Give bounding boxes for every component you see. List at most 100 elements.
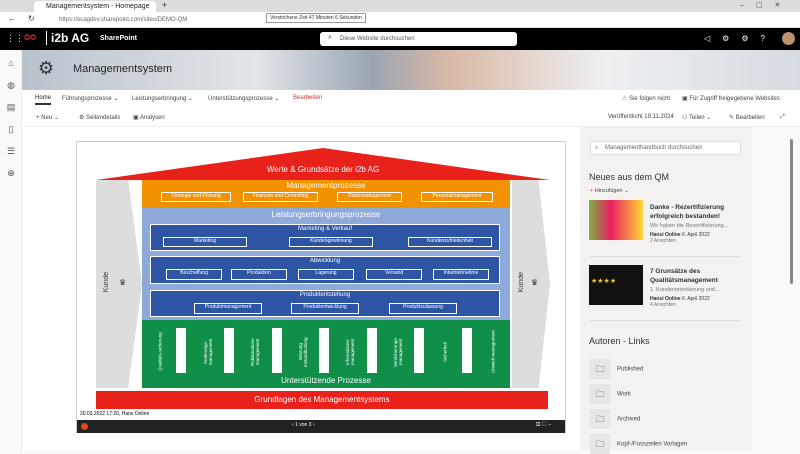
add-icon[interactable]: ⊕ xyxy=(7,168,15,178)
follow-button[interactable]: ☆ Sie folgen nicht xyxy=(622,96,671,102)
support-item[interactable]: Qualitäts-sicherung xyxy=(157,332,163,372)
analytics-button[interactable]: ▣ Analysen xyxy=(133,115,165,121)
process-box[interactable]: Produktmanagement xyxy=(194,303,262,314)
process-box[interactable]: Beschaffung xyxy=(166,269,222,280)
app-name[interactable]: SharePoint xyxy=(100,35,137,42)
shared-sites-button[interactable]: ▣ Für Zugriff freigegebene Websites xyxy=(682,96,780,102)
org-name[interactable]: i2b AG xyxy=(46,31,89,45)
home-icon[interactable]: ⌂ xyxy=(8,58,14,68)
process-box[interactable]: Risikomanagement xyxy=(337,192,402,202)
tooltip: Verstrichene Zeit 47 Minuten 6 Sekunden xyxy=(266,13,366,23)
process-box[interactable]: Inbetriebnahme xyxy=(433,269,489,280)
window-controls[interactable]: –▢✕ xyxy=(740,2,793,9)
folder-icon: 🗀 xyxy=(590,409,610,429)
nav-fuehrungsprozesse[interactable]: Führungsprozesse ⌄ xyxy=(62,96,119,102)
site-navigation xyxy=(22,90,800,108)
folder-icon: 🗀 xyxy=(590,434,610,454)
process-box[interactable]: Marketing xyxy=(163,237,247,247)
news-icon[interactable]: ▤ xyxy=(6,102,16,112)
customer-label-left: Kunde xyxy=(103,272,110,293)
slide-pager[interactable]: ‹ 1 von 3 › xyxy=(292,422,315,428)
avatar[interactable] xyxy=(782,32,795,45)
search-icon: ⌕ xyxy=(595,145,599,151)
scrollbar[interactable] xyxy=(790,135,795,450)
folder-icon: 🗀 xyxy=(590,359,610,379)
command-bar xyxy=(22,108,800,127)
nav-edit-link[interactable]: Bearbeiten xyxy=(293,95,323,101)
powerpoint-icon xyxy=(81,423,88,430)
tab-title: Managementsystem - Homepage xyxy=(46,3,150,10)
news-item[interactable]: Danke - Rezertifizierung erfolgreich bes… xyxy=(650,204,729,244)
address-bar xyxy=(0,12,800,28)
news-thumbnail[interactable] xyxy=(589,200,643,240)
support-item[interactable]: Sicherheit xyxy=(442,342,448,363)
nav-leistungserbringung[interactable]: Leistungserbringung ⌄ xyxy=(132,96,194,102)
management-processes xyxy=(142,180,510,208)
divider xyxy=(589,256,740,257)
list-icon[interactable]: ☰ xyxy=(6,146,16,156)
roof-label: Werte & Grundsätze der i2b AG xyxy=(266,165,380,174)
expand-icon[interactable]: ⤢ xyxy=(780,114,785,120)
page-details-button[interactable]: ⚙ Seitendetails xyxy=(79,115,121,121)
support-item[interactable]: Versicherungs-management xyxy=(393,337,403,368)
news-item[interactable]: 7 Grunsätze des Qualitätsmanagement 1. K… xyxy=(650,268,720,308)
share-button[interactable]: ⚇ Teilen ⌄ xyxy=(682,115,712,121)
nav-home[interactable]: Home xyxy=(35,95,52,105)
management-title: Managementprozesse xyxy=(286,181,366,190)
group-title: Marketing & Verkauf xyxy=(297,226,353,232)
viewer-controls-icons[interactable]: ⧉ ⛶ – xyxy=(536,422,552,428)
new-tab-button[interactable]: + xyxy=(162,0,168,10)
viewer-toolbar xyxy=(77,420,565,433)
site-logo-icon: ⚙ xyxy=(38,58,55,78)
customer-label-right: Kunde xyxy=(518,272,525,293)
browser-tab[interactable]: Managementsystem - Homepage xyxy=(34,1,156,12)
handbook-search-input[interactable]: ⌕Managementhandbuch durchsuchen xyxy=(590,141,741,155)
process-box[interactable]: Strategie und Planung xyxy=(161,192,231,202)
add-news-button[interactable]: + Hinzufügen ⌄ xyxy=(590,188,629,194)
process-box[interactable]: Personalmanagement xyxy=(421,192,493,202)
back-icon[interactable]: ← xyxy=(8,14,16,23)
link-work[interactable]: 🗀Work xyxy=(590,384,631,404)
nav-unterstuetzungsprozesse[interactable]: Unterstützungsprozesse ⌄ xyxy=(208,96,280,102)
search-icon: ⌕ xyxy=(328,34,332,41)
url-field[interactable]: https://ocagdev.sharepoint.com/sites/DEM… xyxy=(59,17,188,23)
site-banner xyxy=(22,50,800,90)
support-item[interactable]: Umwelt-management xyxy=(490,330,496,374)
folder-icon: 🗀 xyxy=(590,384,610,404)
news-thumbnail[interactable]: ★★★★ xyxy=(589,265,643,305)
process-box[interactable]: Produktion xyxy=(231,269,287,280)
header-actions-icons[interactable]: ◁⚙⚙? xyxy=(704,34,777,43)
process-box[interactable]: Lagerung xyxy=(298,269,354,280)
news-title: Neues aus dem QM xyxy=(589,172,670,182)
process-box[interactable]: Versand xyxy=(366,269,422,280)
globe-icon[interactable]: ◍ xyxy=(7,80,15,90)
support-item[interactable]: Reklamations-management xyxy=(250,337,260,367)
support-item[interactable]: Wartung Instandhaltung xyxy=(298,337,308,367)
link-templates[interactable]: 🗀Kopf-/Fusszeilen Vorlagen xyxy=(590,434,687,454)
link-published[interactable]: 🗀Published xyxy=(590,359,643,379)
site-search-input[interactable]: Diese Website durchsuchen xyxy=(320,32,517,46)
process-box[interactable]: Finanzen und Controlling xyxy=(243,192,318,202)
group-title: Produktentstehung xyxy=(299,292,351,298)
process-box[interactable]: Kundenzufriedenheit xyxy=(408,237,492,247)
support-title: Unterstützende Prozesse xyxy=(281,376,371,385)
divider xyxy=(589,320,740,321)
left-rail: ⌂ ◍ ▤ ▯ ☰ ⊕ xyxy=(0,50,22,450)
support-item[interactable]: Informations-management xyxy=(345,338,355,366)
reload-icon[interactable]: ↻ xyxy=(28,14,35,23)
edit-button[interactable]: ✎ Bearbeiten xyxy=(729,115,765,121)
process-box[interactable]: Produktzulassung xyxy=(389,303,457,314)
process-box[interactable]: Produktentwicklung xyxy=(291,303,359,314)
new-button[interactable]: + Neu ⌄ xyxy=(36,115,59,121)
group-title: Abwicklung xyxy=(309,258,341,264)
app-launcher-icon[interactable]: ⋮⋮ xyxy=(6,33,24,43)
site-title[interactable]: Managementsystem xyxy=(73,63,173,75)
crown-icon: ♛ xyxy=(119,278,127,287)
process-box[interactable]: Kundengewinnung xyxy=(289,237,373,247)
file-icon[interactable]: ▯ xyxy=(8,124,14,134)
diagram-caption: 20.03.2022 17:20, Hans Online xyxy=(80,411,150,417)
link-archived[interactable]: 🗀Archived xyxy=(590,409,640,429)
published-date: Veröffentlicht 19.11.2024 xyxy=(608,114,674,120)
core-title: Leistungserbringungsprozesse xyxy=(271,210,381,219)
support-item[interactable]: Änderungs-management xyxy=(203,338,213,366)
